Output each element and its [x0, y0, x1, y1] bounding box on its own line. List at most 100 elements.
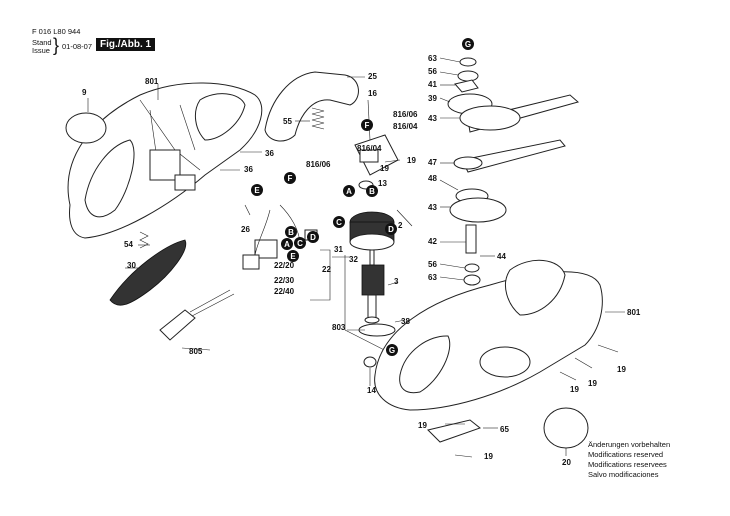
- callout-marker: B: [285, 226, 297, 238]
- part-label: 38: [401, 317, 410, 326]
- part-label: 19: [418, 421, 427, 430]
- spring-55: [311, 107, 325, 130]
- part-label: 55: [283, 117, 292, 126]
- part-label: 32: [349, 255, 358, 264]
- brace-symbol: }: [53, 35, 60, 55]
- callout-marker: F: [284, 172, 296, 184]
- callout-marker: C: [333, 216, 345, 228]
- part-label: 63: [428, 273, 437, 282]
- part-label: 22/20: [274, 261, 295, 270]
- part-label: 56: [428, 67, 437, 76]
- part-label: 42: [428, 237, 437, 246]
- callout-letter: A: [346, 187, 352, 196]
- note-es: Salvo modificaciones: [588, 470, 659, 479]
- callout-letter: C: [297, 239, 303, 248]
- callout-marker: D: [307, 231, 319, 243]
- callout-letter: A: [284, 240, 290, 249]
- guard-65: [427, 419, 482, 443]
- power-cord-805: [159, 289, 235, 341]
- part-label: 63: [428, 54, 437, 63]
- part-label: 20: [562, 458, 571, 467]
- bearing-14: [363, 356, 377, 368]
- part-label: 801: [627, 308, 641, 317]
- part-label: 22/40: [274, 287, 295, 296]
- part-label: 48: [428, 174, 437, 183]
- doc-number: F 016 L80 944: [32, 27, 81, 36]
- part-label: 19: [380, 164, 389, 173]
- part-label: 36: [244, 165, 253, 174]
- callout-letter: F: [365, 121, 370, 130]
- part-label: 801: [145, 77, 159, 86]
- part-label: 22: [322, 265, 331, 274]
- part-label: 31: [334, 245, 343, 254]
- right-housing-801: [374, 259, 603, 411]
- callout-marker: G: [386, 344, 398, 356]
- callout-letter: C: [336, 218, 342, 227]
- part-label: 25: [368, 72, 377, 81]
- callout-letter: D: [388, 225, 394, 234]
- callout-letter: B: [369, 187, 375, 196]
- callout-marker: D: [385, 223, 397, 235]
- callout-letter: E: [254, 186, 260, 195]
- part-label: 2: [398, 221, 403, 230]
- part-label: 43: [428, 203, 437, 212]
- spring-54: [139, 231, 149, 249]
- leader-lines: [125, 57, 625, 456]
- part-label: 816/06: [306, 160, 331, 169]
- field-coil-2: [349, 211, 395, 251]
- part-label: 14: [367, 386, 376, 395]
- switch-assembly-16: [354, 99, 399, 176]
- part-label: 816/04: [357, 144, 382, 153]
- part-label: 41: [428, 80, 437, 89]
- part-label: 47: [428, 158, 437, 167]
- part-label: 805: [189, 347, 203, 356]
- wiring-26: [242, 204, 301, 270]
- callout-marker: E: [251, 184, 263, 196]
- callout-letter: G: [465, 40, 471, 49]
- stand-label: Stand: [32, 38, 52, 47]
- note-de: Änderungen vorbehalten: [588, 440, 671, 449]
- part-label: 36: [265, 149, 274, 158]
- part-label: 19: [617, 365, 626, 374]
- part-label: 22/30: [274, 276, 295, 285]
- blade-assembly: [447, 57, 580, 286]
- callout-marker: G: [462, 38, 474, 50]
- callout-letter: B: [288, 228, 294, 237]
- guard-30: [109, 239, 187, 306]
- modification-notes: Änderungen vorbehalten Modifications res…: [588, 440, 670, 480]
- part-label: 16: [368, 89, 377, 98]
- part-label: 30: [127, 261, 136, 270]
- issue-date: 01-08-07: [62, 42, 93, 51]
- note-en: Modifications reserved: [588, 450, 664, 459]
- issue-label: Issue: [32, 46, 50, 55]
- cover-20: [543, 407, 589, 449]
- callout-letter: D: [310, 233, 316, 242]
- part-label: 9: [82, 88, 87, 97]
- part-label: 26: [241, 225, 250, 234]
- callout-marker: B: [366, 185, 378, 197]
- part-label: 44: [497, 252, 506, 261]
- part-label: 816/06: [393, 110, 418, 119]
- callout-marker: A: [281, 238, 293, 250]
- part-label: 3: [394, 277, 399, 286]
- callout-letter: G: [389, 346, 395, 355]
- callout-marker: F: [361, 119, 373, 131]
- part-label: 19: [570, 385, 579, 394]
- part-label: 803: [332, 323, 346, 332]
- handle-25: [264, 71, 359, 142]
- callout-letter: E: [290, 252, 296, 261]
- callout-letter: F: [288, 174, 293, 183]
- part-label: 816/04: [393, 122, 418, 131]
- part-label: 43: [428, 114, 437, 123]
- figure-label: Fig./Abb. 1: [96, 38, 156, 51]
- callout-marker: E: [287, 250, 299, 262]
- part-label: 54: [124, 240, 133, 249]
- callout-marker: A: [343, 185, 355, 197]
- part-label: 19: [588, 379, 597, 388]
- armature-3: [361, 249, 385, 324]
- cover-9: [65, 112, 107, 144]
- note-fr: Modifications reservees: [588, 460, 667, 469]
- part-label: 19: [484, 452, 493, 461]
